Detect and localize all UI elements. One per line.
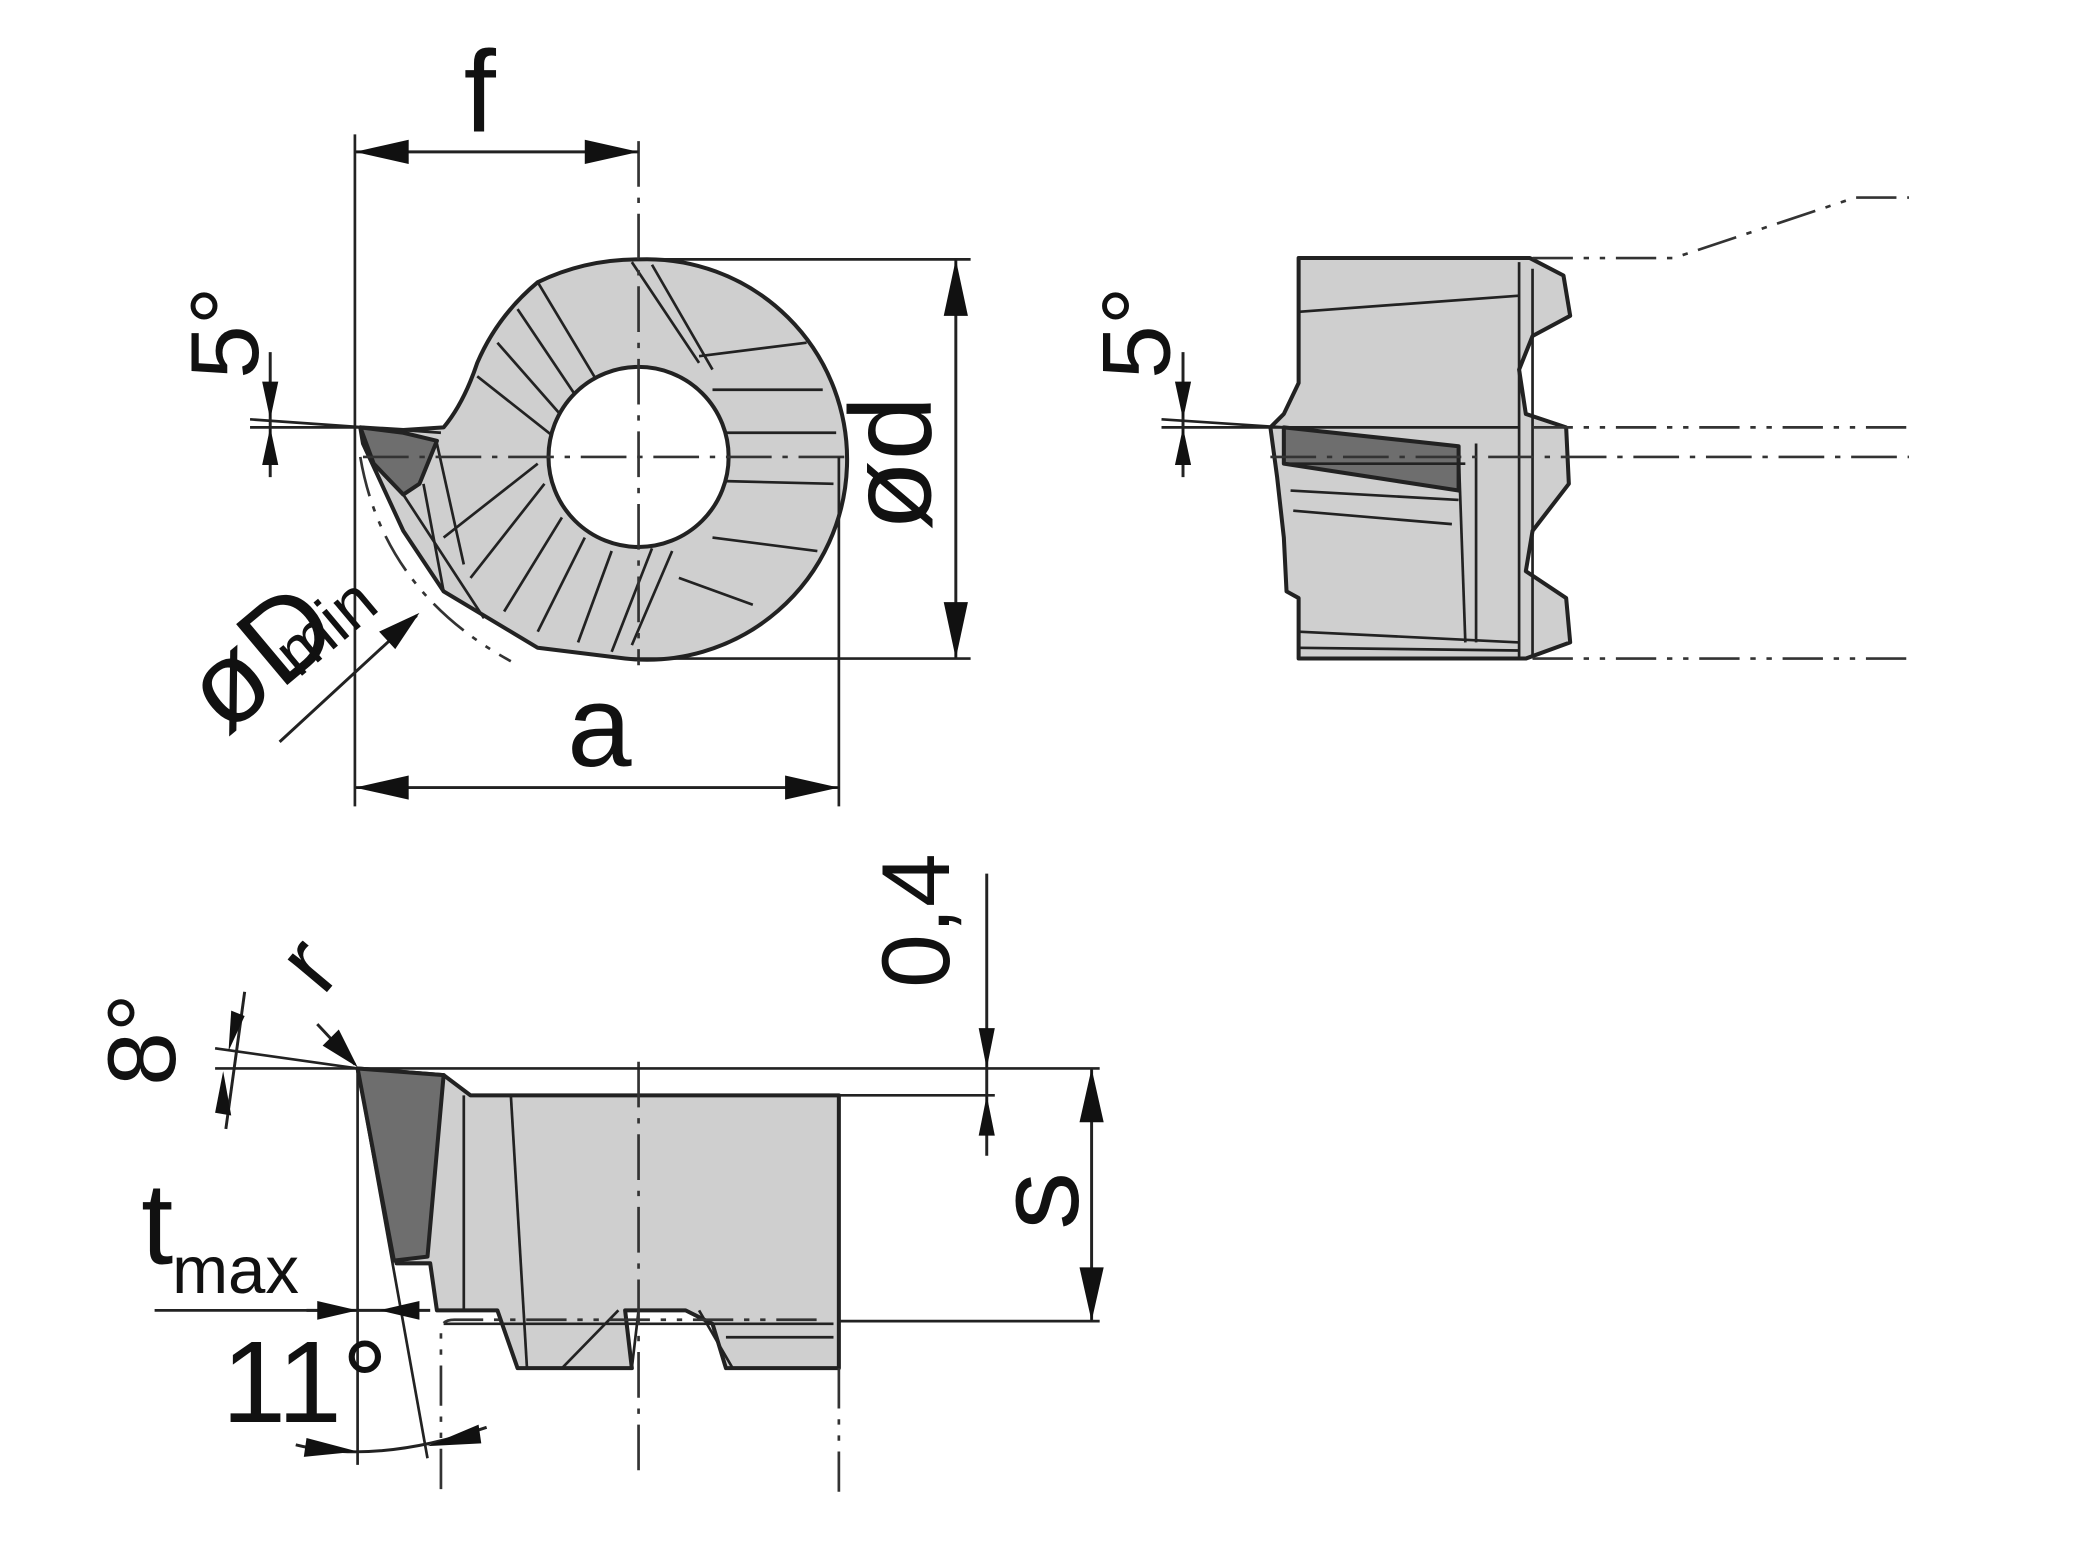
arrow-d-bottom	[943, 602, 968, 659]
arrow-5-front-bottom	[262, 427, 279, 466]
arrow-dmin	[379, 612, 420, 650]
arrow-8-bottom	[215, 1071, 232, 1116]
arrow-chamfer-top	[978, 1028, 995, 1069]
label-f: f	[464, 28, 497, 157]
arrow-s-bottom	[1079, 1267, 1104, 1322]
arrow-5-front-top	[262, 381, 279, 420]
top-view-cutting-tip	[355, 1066, 446, 1263]
top-view-phantom-holder	[439, 1318, 823, 1490]
arrow-11-left	[303, 1438, 358, 1457]
side-phantom-top	[1532, 196, 1909, 260]
label-tmax-main: t	[141, 1159, 173, 1288]
arrow-5-side-top	[1174, 381, 1192, 420]
top-view: 0,4 s r 8° t max 11°	[87, 853, 1104, 1492]
front-view-flute-lines	[402, 261, 837, 653]
arrow-d-top	[943, 259, 968, 316]
label-chamfer: 0,4	[861, 853, 970, 988]
label-angle8: 8°	[87, 993, 196, 1086]
arrow-a-left	[354, 775, 409, 800]
front-view: f ød a 5° øD min	[159, 28, 971, 807]
front-view-cutting-tip	[358, 425, 439, 497]
top-view-body	[355, 1066, 841, 1371]
label-r: r	[255, 916, 359, 1011]
arrow-f-left	[354, 139, 409, 164]
label-a: a	[567, 662, 632, 791]
label-angle5-front: 5°	[170, 286, 279, 379]
arrow-f-right	[584, 139, 639, 164]
arrow-8-top	[228, 1010, 245, 1051]
label-tmax-sub: max	[172, 1233, 299, 1308]
side-view-cutting-edge	[1281, 425, 1461, 493]
label-angle11: 11°	[222, 1318, 388, 1447]
angle8-ref-line	[214, 1046, 358, 1070]
arrow-s-top	[1079, 1068, 1104, 1123]
label-d: ød	[826, 396, 955, 531]
arrow-a-right	[785, 775, 839, 800]
side-view-detail-lines	[1270, 262, 1534, 659]
angle5-front-ref-line	[249, 417, 442, 435]
arrow-tmax-right	[379, 1300, 420, 1320]
arrow-5-side-bottom	[1174, 427, 1192, 466]
side-view: 5°	[1082, 196, 1909, 661]
arrow-11-right	[427, 1424, 482, 1447]
arrow-chamfer-bottom	[978, 1095, 995, 1136]
dmin-phantom-arc	[358, 456, 512, 663]
label-s: s	[974, 1172, 1103, 1230]
arrow-r	[322, 1029, 358, 1068]
angle11-ref-line	[356, 1068, 429, 1459]
label-angle5-side: 5°	[1082, 286, 1191, 379]
arrow-tmax-left	[317, 1300, 358, 1320]
